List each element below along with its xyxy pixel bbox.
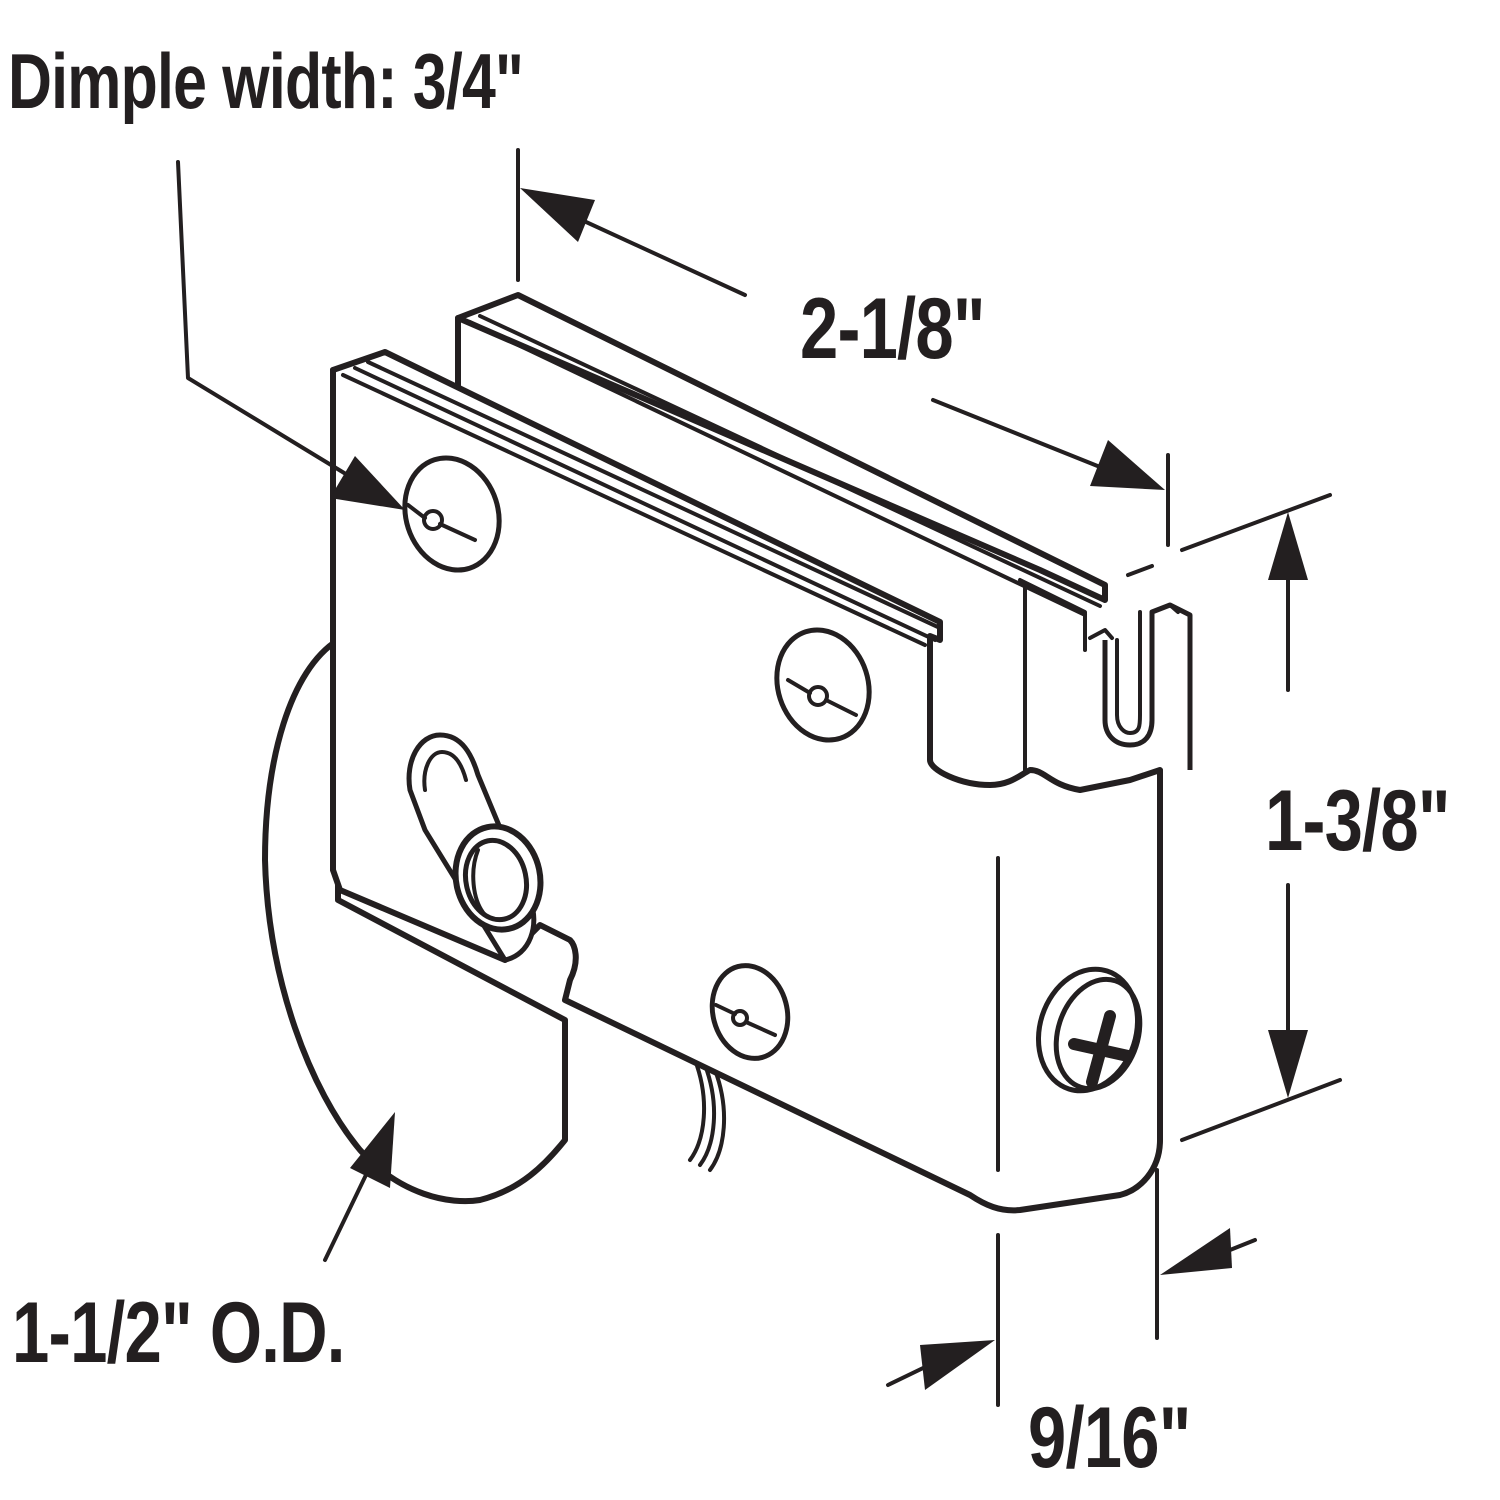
length-label: 2-1/8" — [800, 281, 985, 377]
adjustment-screw-head — [452, 823, 544, 933]
dimple-width-leader — [176, 160, 405, 510]
dimple-bottom — [709, 963, 791, 1061]
dimple-top-left — [402, 455, 502, 573]
housing-back-plate — [455, 292, 1108, 772]
wheel-diameter-label: 1-1/2" O.D. — [12, 1285, 345, 1381]
height-label: 1-3/8" — [1265, 773, 1450, 869]
thickness-dimension — [886, 1168, 1257, 1407]
length-dimension — [516, 148, 1170, 577]
height-dimension — [1180, 493, 1342, 1142]
dimple-middle — [774, 627, 872, 743]
phillips-screw — [1035, 966, 1143, 1094]
dimple-width-label: Dimple width: 3/4" — [8, 37, 524, 125]
thickness-label: 9/16" — [1028, 1390, 1191, 1486]
u-bracket — [1088, 602, 1193, 770]
housing-front-plate — [330, 349, 1163, 1214]
roller-wheel — [262, 637, 726, 1205]
wheel-diameter-leader — [323, 1112, 395, 1262]
